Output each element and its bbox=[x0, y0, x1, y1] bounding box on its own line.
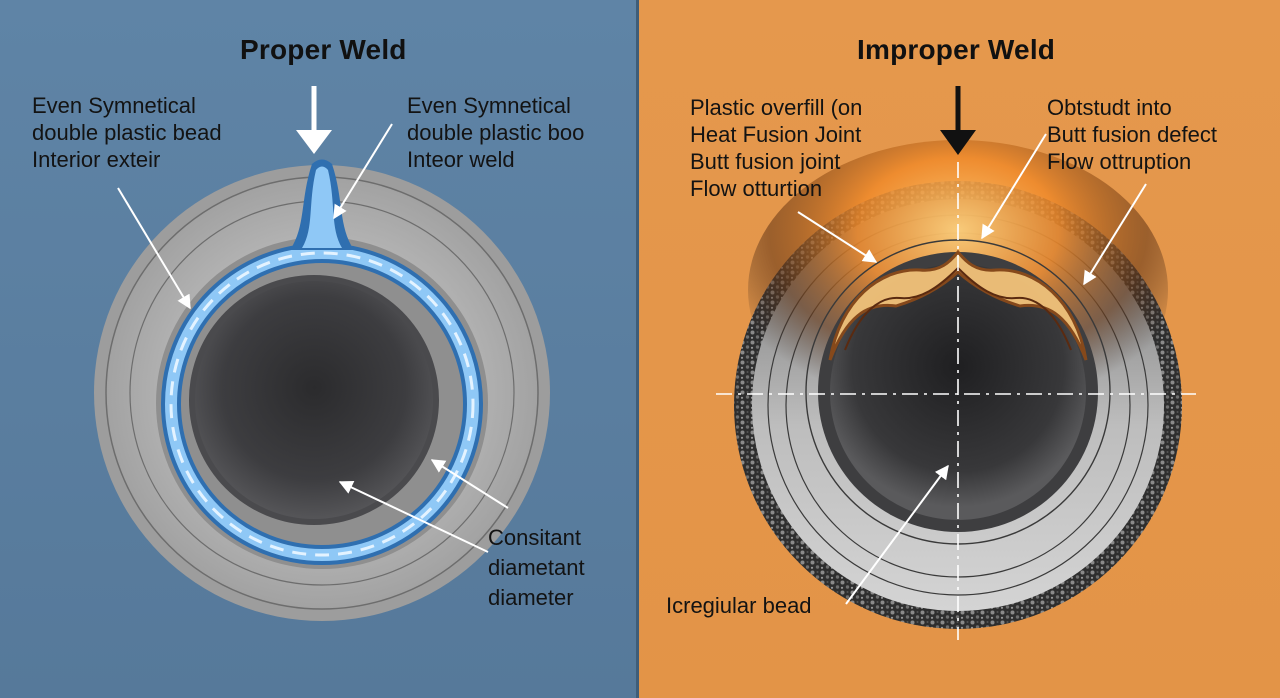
label-line: Heat Fusion Joint bbox=[690, 122, 862, 147]
proper-pipe bbox=[94, 159, 550, 621]
improper-label-bottom: Icregiular bead bbox=[666, 592, 812, 619]
label-line: Consitant bbox=[488, 525, 581, 550]
proper-bore bbox=[195, 281, 433, 519]
improper-label-top-left: Plastic overfill (on Heat Fusion Joint B… bbox=[690, 94, 862, 202]
improper-weld-title: Improper Weld bbox=[857, 34, 1056, 65]
label-line: diameter bbox=[488, 585, 574, 610]
label-line: Icregiular bead bbox=[666, 593, 812, 618]
proper-arrow-bead-top bbox=[333, 123, 393, 220]
label-line: Plastic overfill (on bbox=[690, 95, 863, 120]
improper-arrow-flow bbox=[1083, 183, 1147, 286]
label-line: Inteor weld bbox=[407, 147, 515, 172]
improper-label-top-right: Obtstudt into Butt fusion defect Flow ot… bbox=[1047, 94, 1217, 175]
proper-bead-highlight bbox=[169, 251, 475, 557]
proper-label-bottom-right: Consitant diametant diameter bbox=[488, 523, 585, 613]
label-line: Butt fusion defect bbox=[1047, 122, 1217, 147]
improper-irregular-bead bbox=[828, 249, 1088, 361]
label-line: Flow otturtion bbox=[690, 176, 823, 201]
label-line: Obtstudt into bbox=[1047, 95, 1172, 120]
proper-arrow-bead-right bbox=[430, 459, 509, 509]
proper-top-arrow-head bbox=[296, 130, 332, 154]
label-line: double plastic boo bbox=[407, 120, 585, 145]
improper-arrow-obstruct bbox=[981, 133, 1047, 240]
label-line: double plastic bead bbox=[32, 120, 222, 145]
proper-arrow-bead-left bbox=[117, 187, 191, 310]
label-line: diametant bbox=[488, 555, 585, 580]
proper-bead-spike-highlight bbox=[302, 166, 342, 248]
proper-arrow-bore bbox=[338, 481, 489, 553]
panel-divider bbox=[636, 0, 639, 698]
label-line: Butt fusion joint bbox=[690, 149, 841, 174]
improper-top-arrow-head bbox=[940, 130, 976, 155]
label-line: Even Symnetical bbox=[407, 93, 571, 118]
improper-arrows bbox=[797, 86, 1147, 605]
proper-weld-title: Proper Weld bbox=[240, 34, 407, 65]
label-line: Flow ottruption bbox=[1047, 149, 1192, 174]
improper-crosshair bbox=[716, 162, 1196, 640]
improper-arrow-overfill bbox=[797, 211, 878, 263]
label-line: Even Symnetical bbox=[32, 93, 196, 118]
proper-label-top-left: Even Symnetical double plastic bead Inte… bbox=[32, 92, 222, 173]
proper-label-top-right: Even Symnetical double plastic boo Inteo… bbox=[407, 92, 584, 173]
label-line: Interior exteir bbox=[32, 147, 161, 172]
proper-arrows bbox=[117, 86, 509, 553]
improper-arrow-bead bbox=[845, 464, 949, 605]
